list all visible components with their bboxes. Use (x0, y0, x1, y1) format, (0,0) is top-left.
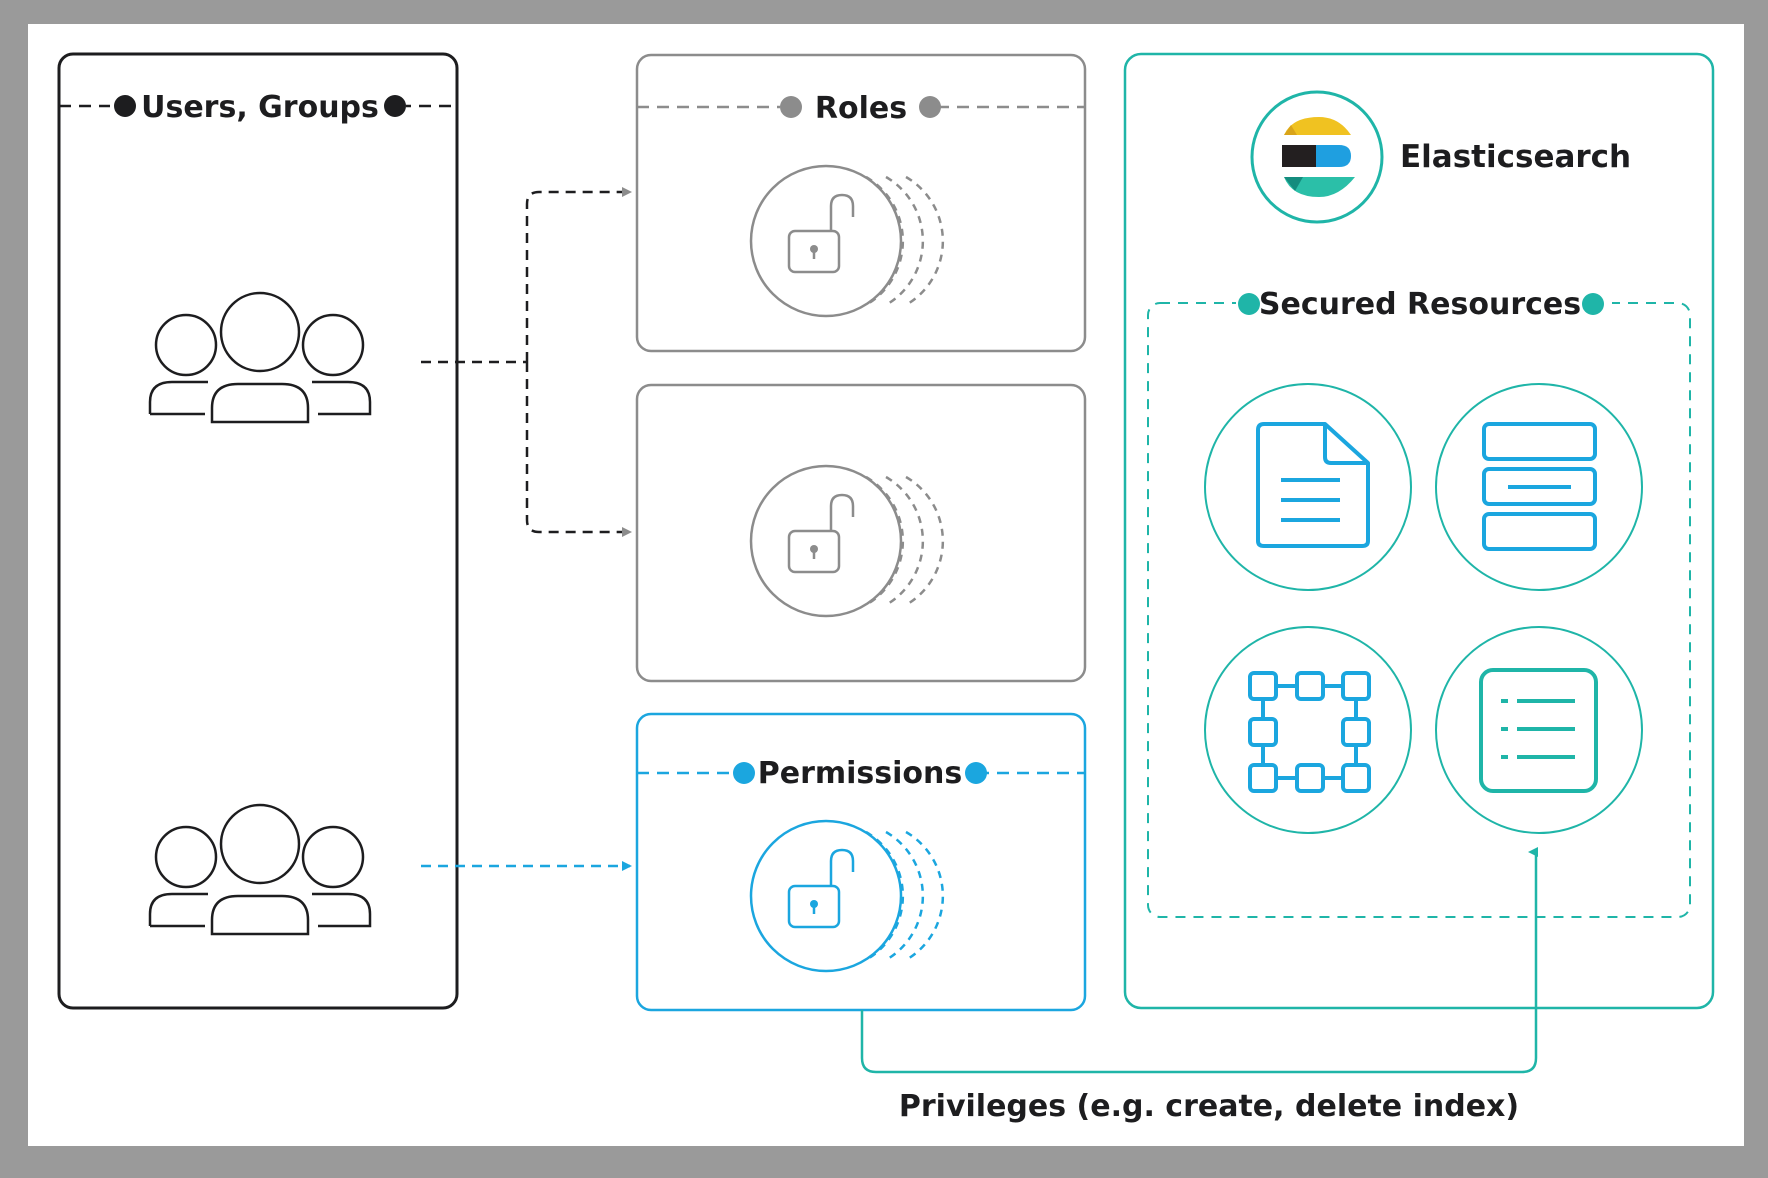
users-groups-box: Users, Groups (57, 52, 459, 1010)
roles-label: Roles (815, 91, 907, 126)
unlocked-padlock-stack-icon (749, 164, 945, 318)
resource-circle (1204, 383, 1412, 591)
unlocked-padlock-stack-icon (749, 464, 945, 618)
list-icon (1479, 668, 1598, 793)
permissions-header-dot-right (965, 762, 987, 784)
roles-header-dot-right (919, 96, 941, 118)
elasticsearch-logo-icon (1250, 90, 1384, 224)
permissions-header-dot-left (733, 762, 755, 784)
users-header-dot-left (114, 95, 136, 117)
secured-header-dot-left (1238, 293, 1260, 315)
permissions-box: Permissions (635, 712, 1087, 1012)
resource-circle (1204, 626, 1412, 834)
role-box (635, 383, 1087, 683)
unlocked-padlock-stack-icon (749, 819, 945, 973)
index-stack-icon (1482, 422, 1597, 551)
elasticsearch-box: Elasticsearch Secured Resources (1123, 52, 1715, 1010)
elasticsearch-label: Elasticsearch (1400, 139, 1631, 175)
document-icon (1256, 422, 1370, 548)
users-groups-label: Users, Groups (141, 90, 379, 125)
role-box: Roles (635, 53, 1087, 353)
privileges-label: Privileges (e.g. create, delete index) (899, 1089, 1519, 1124)
user-to-role-connector (421, 187, 632, 537)
people-group-icon (148, 291, 372, 424)
privileges-connector (860, 847, 1538, 1074)
secured-header-dot-right (1582, 293, 1604, 315)
cluster-nodes-icon (1248, 671, 1371, 793)
roles-header-dot-left (780, 96, 802, 118)
people-group-icon (148, 803, 372, 936)
secured-resources-label: Secured Resources (1259, 287, 1581, 322)
permissions-label: Permissions (758, 756, 963, 791)
users-header-dot-right (384, 95, 406, 117)
secured-resources-box: Secured Resources (1147, 282, 1691, 918)
